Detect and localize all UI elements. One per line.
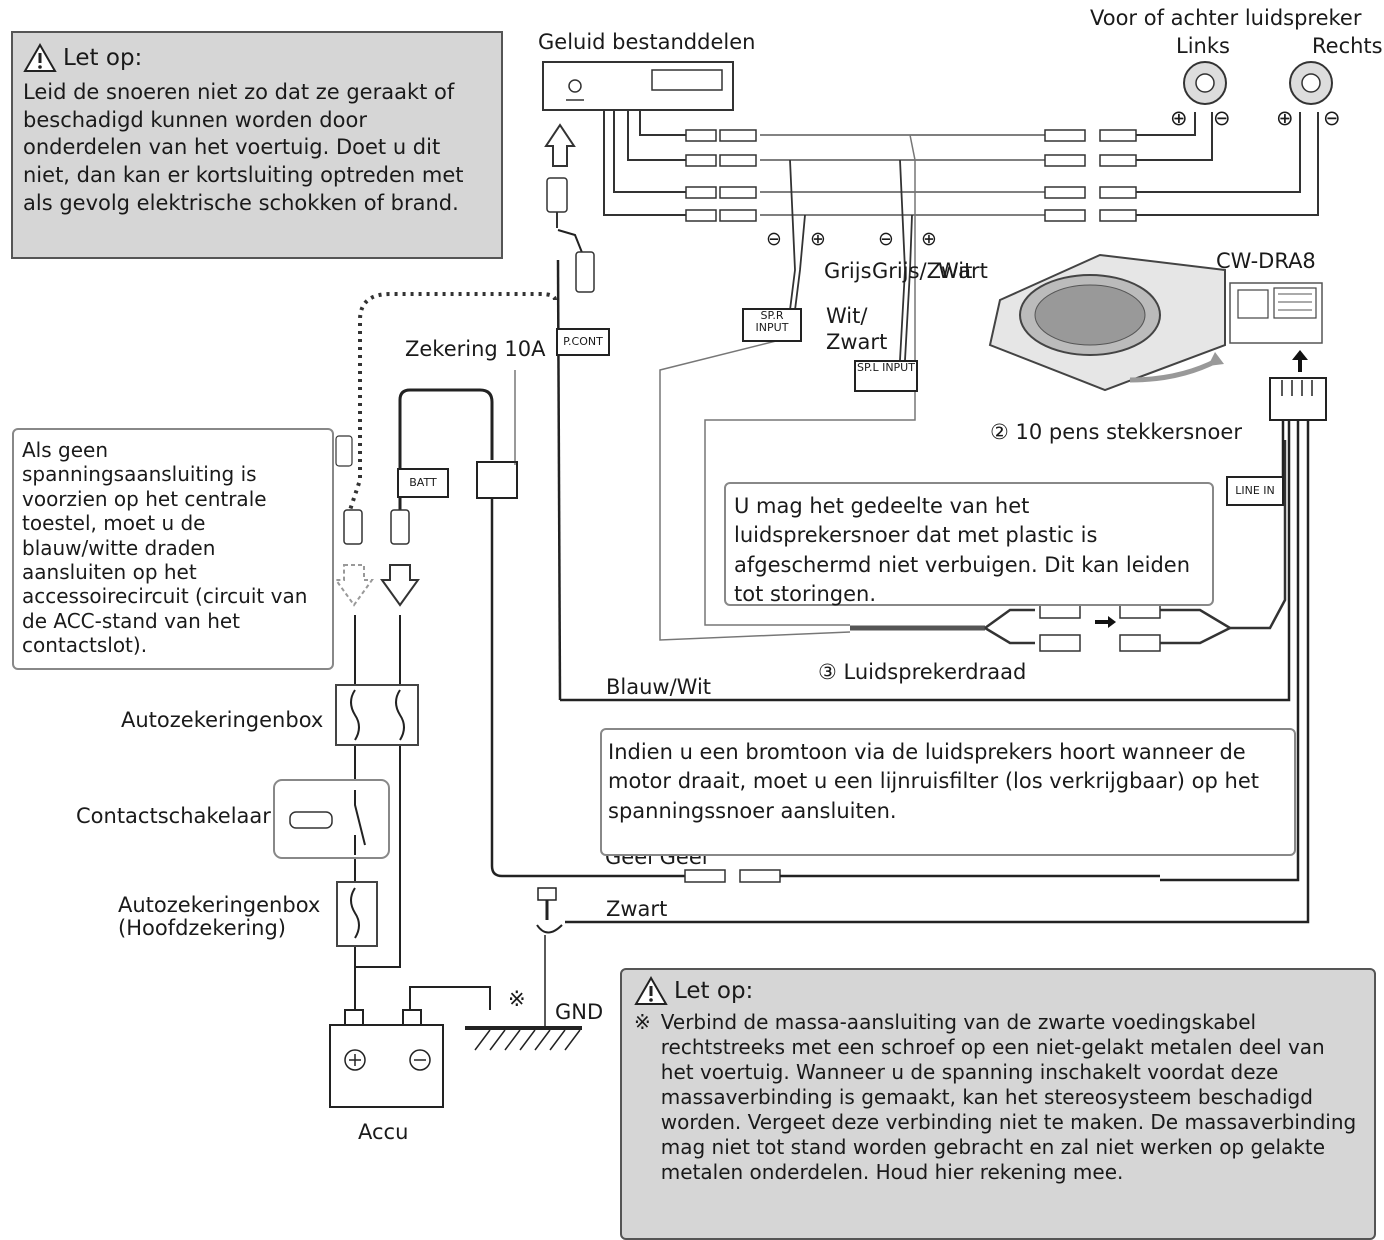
ground-icon — [465, 887, 582, 1051]
tag-line-in: LINE IN — [1226, 476, 1284, 506]
label-speaker-title: Voor of achter luidspreker — [1090, 6, 1362, 30]
subwoofer-unit — [988, 253, 1226, 392]
label-gnd: GND — [555, 1000, 604, 1024]
minus-r-icon: ⊖ — [766, 228, 782, 250]
dashed-down-arrow-icon — [334, 564, 374, 607]
label-fusebox-2b: (Hoofdzekering) — [118, 916, 286, 940]
label-black: Zwart — [606, 897, 668, 921]
tag-sp-r: SP.R INPUT — [742, 308, 802, 342]
label-left: Links — [1176, 34, 1230, 58]
battery-icon — [329, 1009, 444, 1108]
note-bend-text: U mag het gedeelte van het luidsprekersn… — [734, 494, 1191, 607]
caution-bottom-mark: ※ — [634, 1010, 651, 1034]
minus-left-icon: ⊖ — [1213, 106, 1231, 130]
up-arrow-icon — [544, 123, 576, 167]
note-bend: U mag het gedeelte van het luidsprekersn… — [724, 482, 1214, 606]
label-battery: Accu — [358, 1120, 409, 1144]
label-right: Rechts — [1312, 34, 1383, 58]
label-white-black-2: Zwart — [826, 330, 888, 354]
caution-top-title: Let op: — [63, 45, 143, 71]
cw-dra8-panel — [1229, 282, 1323, 372]
speaker-wire-cable — [850, 440, 1287, 652]
warning-icon — [634, 976, 668, 1005]
plus-right-icon: ⊕ — [1276, 106, 1294, 130]
tag-batt: BATT — [397, 468, 449, 498]
note-acc: Als geen spanningsaansluiting is voorzie… — [12, 428, 334, 670]
note-noise: Indien u een bromtoon via de luidspreker… — [600, 728, 1296, 856]
caution-box-bottom: Let op: ※ Verbind de massa-aansluiting v… — [620, 968, 1376, 1240]
label-fusebox-2a: Autozekeringenbox — [118, 893, 321, 917]
plus-l-icon: ⊕ — [921, 228, 937, 250]
caution-box-top: Let op: Leid de snoeren niet zo dat ze g… — [11, 31, 503, 259]
head-unit — [542, 61, 734, 111]
label-white-black-1: Wit/ — [826, 304, 868, 328]
label-sound-components: Geluid bestanddelen — [538, 30, 756, 54]
note-acc-text: Als geen spanningsaansluiting is voorzie… — [22, 438, 308, 658]
label-connector: ② 10 pens stekkersnoer — [990, 420, 1242, 444]
minus-l-icon: ⊖ — [878, 228, 894, 250]
label-speaker-wire: ③ Luidsprekerdraad — [818, 660, 1027, 684]
label-fuse: Zekering 10A — [405, 337, 546, 361]
connectors-right — [1044, 129, 1137, 222]
minus-right-icon: ⊖ — [1323, 106, 1341, 130]
label-grey: Grijs — [824, 259, 872, 283]
label-white: Wit — [938, 259, 973, 283]
label-fusebox-1: Autozekeringenbox — [121, 708, 324, 732]
plus-left-icon: ⊕ — [1170, 106, 1188, 130]
label-model: CW-DRA8 — [1216, 249, 1316, 273]
speaker-harness — [603, 110, 690, 216]
note-noise-text: Indien u een bromtoon via de luidspreker… — [608, 740, 1259, 823]
label-grey-black: Grijs/Zwart — [872, 259, 988, 283]
tag-sp-l: SP.L INPUT — [854, 360, 918, 392]
warning-icon — [23, 43, 57, 72]
speaker-right-icon — [1289, 61, 1333, 105]
speaker-left-icon — [1183, 61, 1227, 105]
plus-r-icon: ⊕ — [810, 228, 826, 250]
label-blue-white: Blauw/Wit — [606, 675, 712, 699]
tag-p-cont: P.CONT — [556, 328, 610, 356]
ref-mark: ※ — [508, 987, 526, 1011]
connectors-left — [685, 129, 757, 222]
caution-top-text: Leid de snoeren niet zo dat ze geraakt o… — [23, 80, 464, 215]
caution-bottom-title: Let op: — [674, 978, 754, 1004]
label-ignition: Contactschakelaar — [76, 804, 271, 828]
caution-bottom-text: Verbind de massa-aansluiting van de zwar… — [660, 1010, 1357, 1184]
down-arrow-icon — [380, 564, 420, 607]
